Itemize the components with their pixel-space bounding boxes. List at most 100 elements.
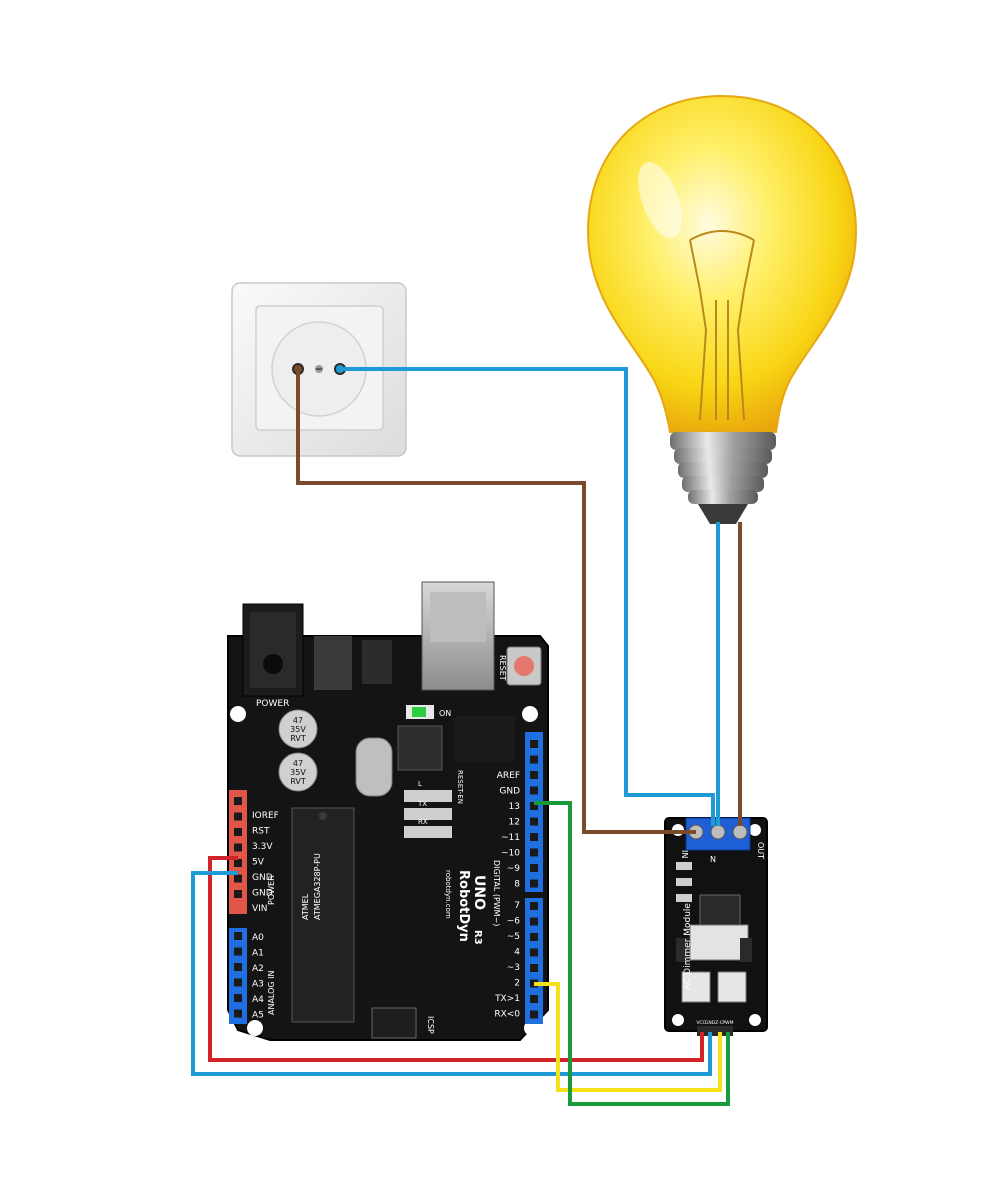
- header-pin-hole: [234, 963, 242, 971]
- wire-red-5v-to-vcc: [208, 856, 704, 1062]
- header-pin-hole: [530, 786, 538, 795]
- header-pin-hole: [234, 947, 242, 956]
- usb-port: [421, 581, 495, 691]
- digital-pin-label: ~5: [507, 932, 520, 942]
- digital-pin-label: ~11: [501, 833, 520, 843]
- header-pin-hole: [530, 917, 538, 926]
- filament: [689, 230, 755, 421]
- analog-header-label: ANALOG IN: [267, 971, 276, 1016]
- dimmer-labels: IN OUT N AC Dimmer Module: [680, 842, 765, 990]
- digital-pin-label: 7: [514, 901, 520, 911]
- led-rx-label: RX: [418, 818, 428, 826]
- capacitor-labels: 47 35V RVT 47 35V RVT: [290, 716, 306, 786]
- digital-pin-label: ~10: [501, 849, 520, 859]
- dimmer-out-label: OUT: [756, 842, 765, 859]
- header-pin-hole: [530, 948, 538, 957]
- header-pin-hole: [234, 859, 242, 867]
- cap2-line1: 47: [293, 759, 303, 768]
- header-pin-hole: [530, 740, 538, 748]
- power-jack-label: POWER: [256, 699, 289, 709]
- dc-jack: [242, 603, 304, 697]
- digital-top-pin-labels: AREF GND 13 12 ~11 ~10 ~9 8: [497, 771, 521, 890]
- power-header-label: POWER: [267, 875, 276, 905]
- header-pin-hole: [530, 833, 538, 841]
- analog-pin-label: A4: [252, 995, 264, 1005]
- header-pin-hole: [234, 843, 242, 852]
- header-pin-hole: [530, 771, 538, 779]
- analog-header: [229, 928, 247, 1024]
- header-pin-hole: [530, 864, 538, 872]
- power-pin-label: GND: [252, 889, 273, 899]
- reset-button: [506, 646, 542, 686]
- header-pin-hole: [530, 755, 538, 764]
- analog-pin-label: A1: [252, 949, 264, 959]
- led-labels: L TX RX: [417, 780, 428, 826]
- header-pin-hole: [530, 1010, 538, 1019]
- header-pin-hole: [234, 890, 242, 898]
- header-pin-hole: [234, 828, 242, 836]
- capacitor-2: [278, 752, 318, 792]
- power-pin-label: 5V: [252, 858, 265, 868]
- wire-blue-gnd-to-gnd: [191, 871, 712, 1076]
- digital-label: DIGITAL (PWM~): [492, 860, 501, 926]
- dimmer-in-label: IN: [680, 850, 689, 858]
- power-pin-label: IOREF: [252, 811, 279, 821]
- cap1-line3: RVT: [290, 734, 306, 743]
- header-pin-hole: [530, 902, 538, 910]
- analog-pin-label: A0: [252, 933, 264, 943]
- header-pin-hole: [234, 978, 242, 987]
- header-pin-hole: [530, 802, 538, 810]
- digital-pin-label: 4: [514, 948, 520, 958]
- header-pin-hole: [530, 995, 538, 1003]
- wire-brown-socket-to-dimmer: [296, 369, 696, 834]
- chip-model-label: ATMEGA328P-PU: [313, 853, 322, 920]
- cap1-line2: 35V: [290, 725, 306, 734]
- header-pin-hole: [530, 964, 538, 972]
- analog-pin-label: A3: [252, 980, 264, 990]
- digital-pin-label: 13: [509, 802, 520, 812]
- cap2-line3: RVT: [290, 777, 306, 786]
- wire-blue-socket-to-dimmer: [340, 367, 715, 826]
- power-pin-label: RST: [252, 827, 270, 837]
- wire-yellow-d2-to-zc: [534, 982, 722, 1092]
- arduino-board: [227, 581, 549, 1041]
- header-pin-hole: [234, 812, 242, 821]
- digital-pin-label: ~9: [507, 864, 521, 874]
- digital-pin-label: RX<0: [494, 1010, 520, 1020]
- site-label: robotdyn.com: [444, 870, 452, 919]
- analog-pin-label: A2: [252, 964, 264, 974]
- chip-brand-label: ATMEL: [301, 893, 310, 920]
- reset-label: RESET: [498, 655, 507, 681]
- light-bulb: [586, 94, 858, 524]
- digital-pin-label: TX>1: [494, 994, 520, 1004]
- header-pin-hole: [234, 874, 242, 883]
- atmega-chip: [291, 807, 355, 1023]
- digital-header-bottom: [525, 898, 543, 1024]
- header-pin-hole: [234, 1009, 242, 1018]
- header-pin-hole: [530, 848, 538, 857]
- icsp-label: ICSP: [426, 1016, 435, 1034]
- header-pin-hole: [530, 933, 538, 941]
- digital-pin-label: 8: [514, 880, 520, 890]
- led-l-label: L: [418, 780, 422, 788]
- digital-header-top: [525, 732, 543, 892]
- digital-pin-label: ~3: [507, 963, 520, 973]
- digital-pin-label: 2: [514, 979, 520, 989]
- digital-bottom-pin-labels: 7 ~6 ~5 4 ~3 2TX>1RX<0: [494, 901, 520, 1020]
- model-label: UNO: [471, 875, 487, 910]
- digital-pin-label: ~6: [507, 917, 521, 927]
- cap1-line1: 47: [293, 716, 303, 725]
- power-pin-label: VIN: [252, 904, 268, 914]
- dimmer-n-label: N: [710, 855, 716, 864]
- power-pin-label: GND: [252, 873, 273, 883]
- bulb-base: [670, 432, 776, 524]
- digital-pin-label: GND: [499, 787, 520, 797]
- digital-pin-label: 12: [509, 818, 520, 828]
- digital-pin-label: AREF: [497, 771, 520, 781]
- header-pin-hole: [234, 994, 242, 1002]
- header-pin-hole: [530, 817, 538, 826]
